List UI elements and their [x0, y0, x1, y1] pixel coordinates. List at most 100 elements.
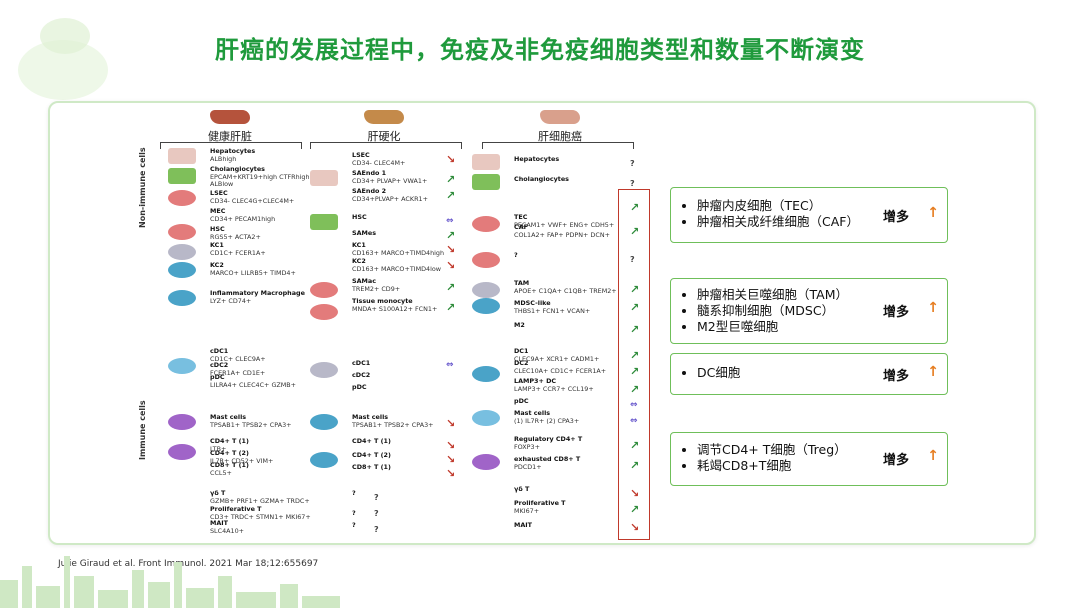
cell-type-markers: CLEC9A+ XCR1+ CADM1+: [514, 354, 600, 363]
cell-type-name: γδ T: [210, 489, 226, 497]
cell-type-markers: LYZ+ CD74+: [210, 296, 252, 305]
cell-type-markers: IL7R+ CD52+ VIM+: [210, 456, 274, 465]
info-item: M2型巨噬细胞: [697, 319, 947, 335]
cell-type-name: Proliferative T: [514, 499, 566, 507]
cell-type-entry: pDC: [514, 397, 624, 406]
cell-type-entry: CD8+ T (1): [352, 463, 462, 472]
cell-type-name: KC2: [210, 261, 224, 269]
cell-type-name: KC1: [210, 241, 224, 249]
cell-type-name: SAEndo 2: [352, 187, 387, 195]
cell-illustration-icon: [472, 410, 500, 426]
increase-arrow-icon: ↗: [630, 225, 640, 238]
cell-type-name: Cholangiocytes: [514, 175, 569, 183]
cell-type-name: MAIT: [514, 521, 533, 529]
cell-type-name: ?: [352, 489, 356, 497]
cell-type-name: pDC: [210, 373, 225, 381]
cell-illustration-icon: [472, 174, 500, 190]
highlight-box: [618, 189, 650, 540]
increase-arrow-icon: ↗: [630, 383, 640, 396]
cell-type-markers: CD3+ TRDC+ STMN1+ MKI67+: [210, 512, 311, 521]
cell-type-markers: MNDA+ S100A12+ FCN1+: [352, 304, 438, 313]
cell-type-markers: (1) IL7R+ (2) CPA3+: [514, 416, 580, 425]
no-change-arrow-icon: ⇔: [630, 416, 638, 426]
cell-illustration-icon: [310, 282, 338, 298]
unknown-mark: ?: [630, 159, 635, 168]
decrease-arrow-icon: ↘: [446, 467, 456, 480]
cell-illustration-icon: [168, 358, 196, 374]
cell-type-name: ?: [514, 251, 518, 259]
cell-type-name: DC2: [514, 359, 529, 367]
cell-type-markers: ALBhigh: [210, 154, 237, 163]
info-box-myeloid: 肿瘤相关巨噬细胞（TAM） 髓系抑制细胞（MDSC） M2型巨噬细胞 增多 ↑: [670, 278, 948, 344]
decrease-arrow-icon: ↘: [446, 259, 456, 272]
cell-type-name: ?: [352, 509, 356, 517]
cell-type-markers: FCER1A+ CD1E+: [210, 368, 266, 377]
cell-type-entry: HSC: [352, 213, 462, 222]
cell-type-name: pDC: [352, 383, 367, 391]
cell-type-markers: PDCD1+: [514, 462, 542, 471]
cell-type-name: Cholangiocytes: [210, 165, 265, 173]
decrease-arrow-icon: ↘: [630, 487, 640, 500]
stage-cirrhosis: 肝硬化: [367, 130, 401, 143]
increase-tag: 增多: [882, 369, 909, 384]
cell-type-name: KC2: [352, 257, 366, 265]
cell-type-name: TEC: [514, 213, 528, 221]
cell-illustration-icon: [472, 252, 500, 268]
unknown-mark: ?: [630, 255, 635, 264]
cell-illustration-icon: [472, 216, 500, 232]
cell-illustration-icon: [310, 414, 338, 430]
increase-arrow-icon: ↗: [446, 229, 456, 242]
info-item: DC细胞: [697, 365, 947, 381]
cell-type-entry: cDC2: [352, 371, 462, 380]
cell-type-name: Proliferative T: [210, 505, 262, 513]
cell-type-name: Hepatocytes: [514, 155, 560, 163]
cell-illustration-icon: [472, 366, 500, 382]
cell-type-name: SAMac: [352, 277, 377, 285]
unknown-mark: ?: [374, 509, 379, 518]
cell-type-markers: TPSAB1+ TPSB2+ CPA3+: [352, 420, 434, 429]
info-item: 肿瘤相关巨噬细胞（TAM）: [697, 287, 947, 303]
cell-type-entry: M2: [514, 321, 624, 330]
cell-illustration-icon: [472, 282, 500, 298]
cell-type-name: MDSC-like: [514, 299, 551, 307]
cell-type-markers: CD34+PLVAP+ ACKR1+: [352, 194, 428, 203]
up-arrow-icon: ↑: [927, 300, 939, 316]
increase-arrow-icon: ↗: [446, 189, 456, 202]
cell-illustration-icon: [472, 454, 500, 470]
cell-type-markers: LAMP3+ CCR7+ CCL19+: [514, 384, 594, 393]
cell-illustration-icon: [168, 414, 196, 430]
info-item: 髓系抑制细胞（MDSC）: [697, 303, 947, 319]
cell-type-name: DC1: [514, 347, 529, 355]
cell-type-name: CD8+ T (1): [352, 463, 391, 471]
citation: Julie Giraud et al. Front Immunol. 2021 …: [58, 559, 319, 569]
increase-arrow-icon: ↗: [630, 349, 640, 362]
cell-type-name: SAMes: [352, 229, 377, 237]
decor-leaf-small: [40, 18, 90, 54]
cell-illustration-icon: [310, 170, 338, 186]
cell-type-markers: MKI67+: [514, 506, 540, 515]
increase-arrow-icon: ↗: [630, 323, 640, 336]
info-item: 调节CD4+ T细胞（Treg）: [697, 442, 947, 458]
info-item: 肿瘤相关成纤维细胞（CAF）: [697, 214, 947, 230]
cell-type-entry: CD4+ T (1)LTB+: [210, 437, 320, 453]
cell-type-markers: SLC4A10+: [210, 526, 245, 535]
healthy-liver-icon: [210, 110, 250, 124]
cell-type-entry: Cholangiocytes: [514, 175, 624, 184]
cell-type-entry: MAIT: [514, 521, 624, 530]
